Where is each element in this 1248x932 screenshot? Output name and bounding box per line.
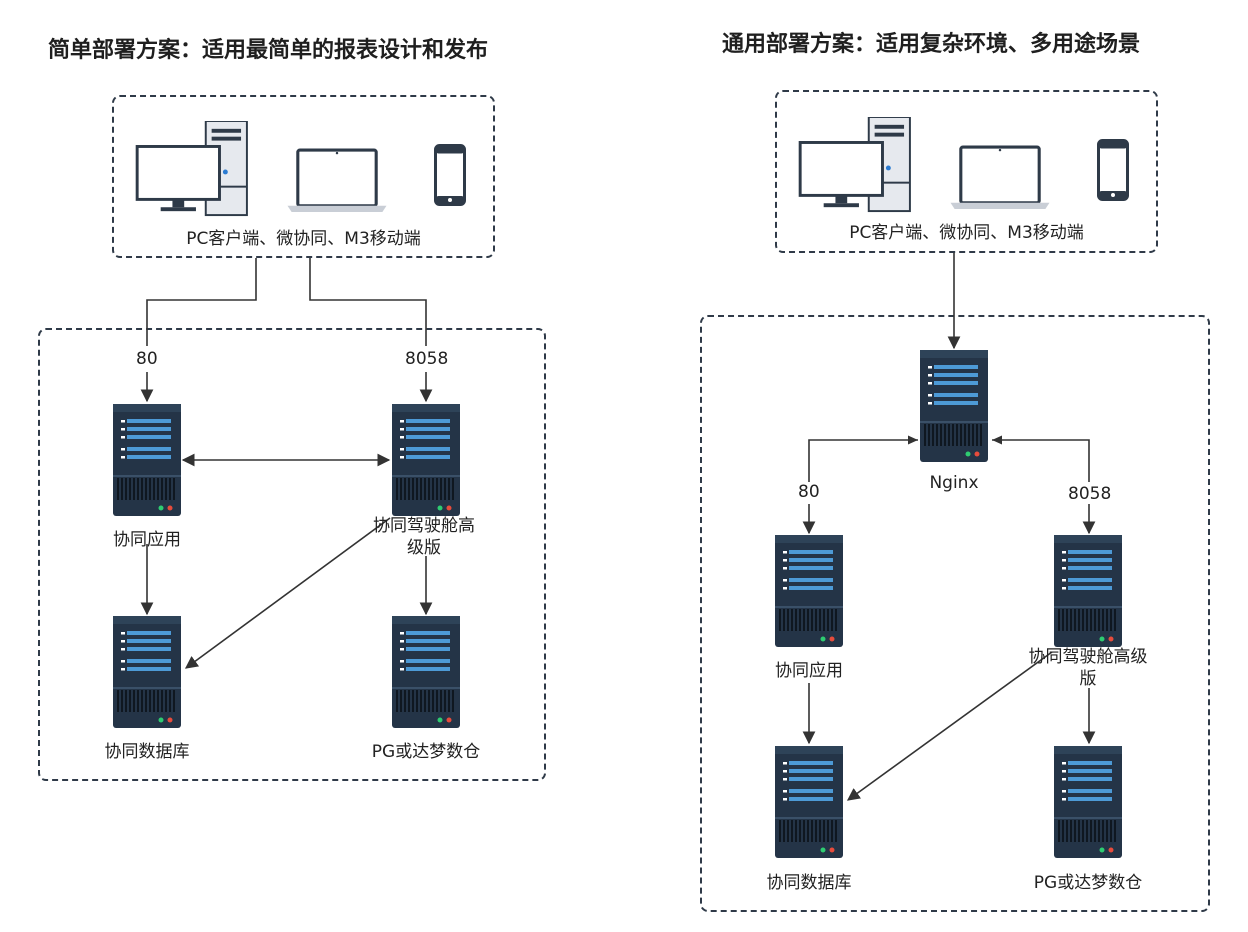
right-port-8058: 8058 — [1068, 484, 1112, 504]
left-warehouse-label: PG或达梦数仓 — [371, 742, 481, 762]
left-db-label: 协同数据库 — [104, 742, 190, 762]
left-port-8058: 8058 — [405, 349, 449, 369]
right-nginx-label: Nginx — [929, 473, 979, 493]
left-servers-box — [38, 328, 546, 781]
right-cockpit-server-icon — [1054, 535, 1122, 647]
right-warehouse-label: PG或达梦数仓 — [1033, 873, 1143, 893]
left-clients-label: PC客户端、微协同、M3移动端 — [186, 229, 421, 249]
right-app-label: 协同应用 — [775, 661, 843, 681]
left-port-80: 80 — [136, 349, 158, 369]
right-db-server-icon — [775, 746, 843, 858]
right-port-80: 80 — [798, 482, 820, 502]
right-db-label: 协同数据库 — [766, 873, 852, 893]
left-app-label: 协同应用 — [113, 530, 181, 550]
right-app-server-icon — [775, 535, 843, 647]
nginx-server-icon — [920, 350, 988, 462]
right-warehouse-server-icon — [1054, 746, 1122, 858]
right-servers-box — [700, 315, 1210, 912]
left-cockpit-label: 协同驾驶舱高级版 — [373, 516, 475, 558]
right-title: 通用部署方案：适用复杂环境、多用途场景 — [722, 32, 1141, 57]
left-title: 简单部署方案：适用最简单的报表设计和发布 — [48, 38, 489, 63]
right-clients-label: PC客户端、微协同、M3移动端 — [849, 223, 1084, 243]
right-cockpit-label: 协同驾驶舱高级版 — [1028, 647, 1148, 689]
left-clients-box — [112, 95, 495, 258]
right-clients-box — [775, 90, 1158, 253]
